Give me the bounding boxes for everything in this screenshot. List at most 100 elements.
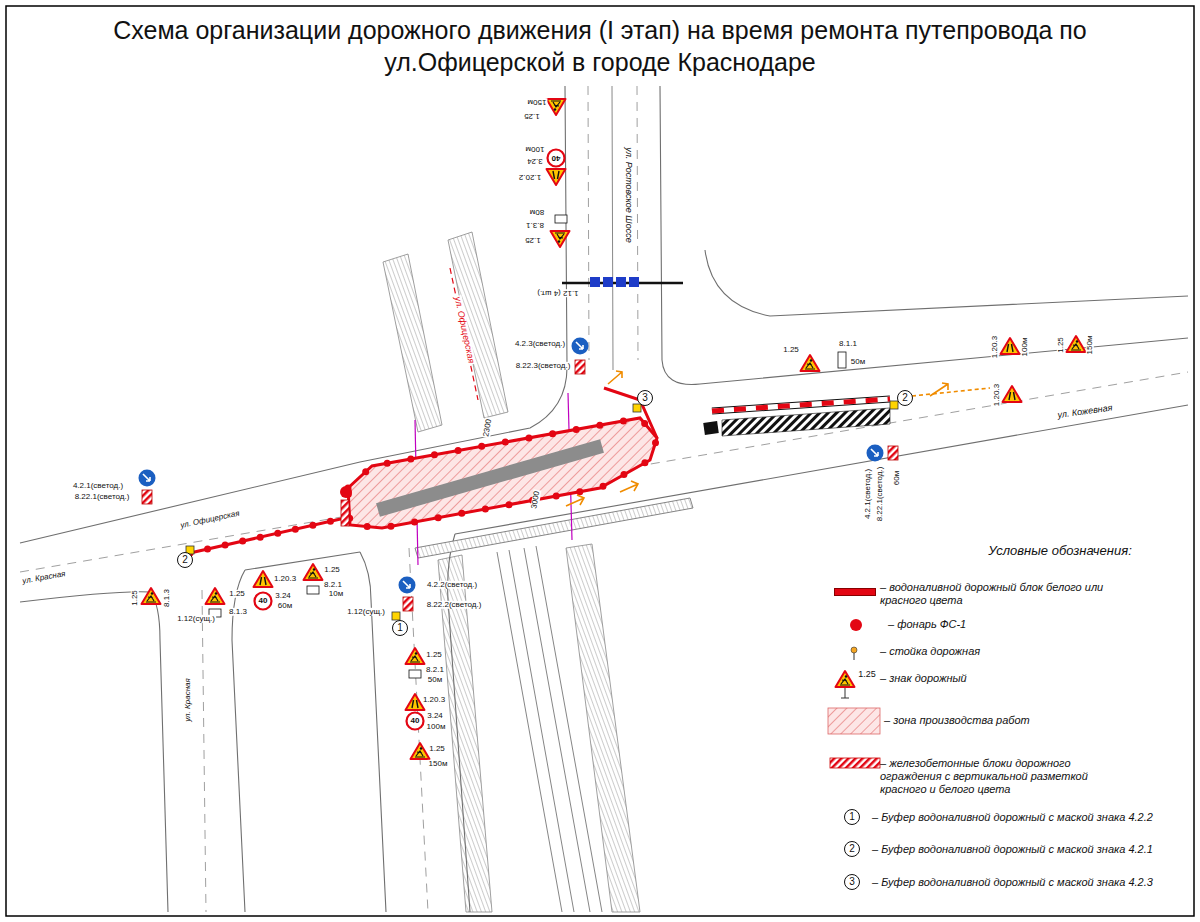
sign-code: 150м bbox=[527, 98, 548, 106]
buffer-number: 1 bbox=[392, 620, 408, 636]
water-barrier bbox=[190, 388, 657, 553]
sign-code: 8.2.1 bbox=[425, 666, 445, 674]
road-sign bbox=[551, 231, 570, 247]
sign-code: 100м bbox=[426, 723, 447, 731]
road-sign bbox=[548, 150, 565, 167]
concrete-block bbox=[341, 500, 349, 526]
sign-code: 1.25 bbox=[323, 566, 341, 574]
sign-code: 3.24 bbox=[526, 157, 544, 165]
sign-code: 1.20.2 bbox=[518, 173, 542, 181]
road-sign bbox=[888, 446, 898, 460]
sign-code: 3.24 bbox=[274, 592, 292, 600]
sign-code: 4.2.1(светод.) bbox=[72, 482, 124, 490]
sign-code: 40 bbox=[258, 597, 269, 605]
road-sign bbox=[399, 577, 416, 594]
sign-code: 8.22.1(светод.) bbox=[74, 493, 131, 501]
embankment-strip bbox=[383, 254, 442, 432]
stop-barrier bbox=[603, 277, 613, 287]
road-edge bbox=[705, 250, 1188, 316]
sign-code: 3000 bbox=[530, 490, 542, 511]
work-zone bbox=[348, 418, 657, 528]
street-name: ул. Кожевная bbox=[1056, 403, 1114, 420]
red-dashed-line bbox=[450, 268, 478, 400]
work-zone bbox=[378, 446, 602, 510]
sign-code: 100м bbox=[1021, 337, 1029, 358]
road-marking bbox=[588, 86, 589, 360]
traffic-arrow bbox=[930, 383, 948, 396]
stop-barrier bbox=[590, 277, 600, 287]
callout-number: 2 bbox=[849, 844, 855, 854]
work-zone bbox=[348, 418, 657, 528]
barrier-swatch bbox=[834, 588, 876, 596]
traffic-arrow bbox=[912, 388, 990, 396]
stop-barrier bbox=[616, 277, 626, 287]
road-sign bbox=[547, 99, 566, 115]
road-axis bbox=[612, 86, 613, 370]
railway-track bbox=[509, 550, 574, 912]
sign-code: 150м bbox=[1086, 335, 1094, 356]
page-title: Схема организации дорожного движения (I … bbox=[80, 14, 1120, 78]
sign-code: 1.25 bbox=[524, 236, 542, 244]
road-sign bbox=[403, 597, 413, 611]
sign-code: 1.25 bbox=[857, 670, 877, 679]
water-barrier bbox=[604, 388, 657, 438]
buffer-block bbox=[890, 401, 898, 409]
sign-code: 1.20.3 bbox=[273, 575, 297, 583]
sign-code: 1.25 bbox=[428, 745, 446, 753]
road-sign bbox=[407, 713, 424, 730]
street-name: ул. Офицерская bbox=[179, 509, 242, 530]
road-sign bbox=[867, 445, 884, 462]
road-sign bbox=[142, 490, 152, 504]
sign-code: 40 bbox=[551, 154, 562, 162]
road-axis bbox=[612, 86, 613, 370]
right-barrier bbox=[712, 399, 890, 411]
legend-text: – Буфер водоналивной дорожный с маской з… bbox=[872, 843, 1153, 856]
embankment-strip bbox=[383, 232, 640, 912]
callout-number: 3 bbox=[642, 393, 648, 403]
road-edge bbox=[232, 570, 245, 912]
sign-code: 1.25 bbox=[425, 651, 443, 659]
sign-code: 100м bbox=[525, 145, 546, 153]
road-sign bbox=[254, 571, 273, 587]
road-sign bbox=[1067, 336, 1086, 352]
road-sign bbox=[142, 588, 161, 604]
road-marking bbox=[20, 372, 1188, 572]
frame bbox=[6, 6, 1194, 916]
street-name: ул. Красная bbox=[21, 570, 67, 586]
legend-sample bbox=[845, 688, 846, 698]
callout-number: 1 bbox=[397, 623, 403, 633]
road-sign bbox=[1003, 386, 1022, 402]
sign-code: 4.2.2(светод.) bbox=[426, 581, 478, 589]
road-sign bbox=[139, 470, 156, 487]
buffer-block bbox=[392, 612, 400, 620]
sign-code: 1.20.3 bbox=[422, 696, 446, 704]
embankment-strip bbox=[566, 544, 640, 912]
street-name: ул. Ростовское Шоссе bbox=[623, 146, 632, 243]
street-name: ул. Красная bbox=[184, 677, 192, 723]
buffer-number: 1 bbox=[844, 809, 860, 825]
embankment-strip bbox=[448, 232, 508, 418]
sign-code: 1.25 bbox=[1057, 336, 1065, 354]
right-barrier bbox=[722, 408, 890, 436]
railway-track bbox=[497, 552, 562, 912]
sign-code: 1.25 bbox=[228, 590, 246, 598]
sign-code: 80м bbox=[529, 208, 545, 216]
road-sign bbox=[206, 588, 225, 604]
buffer-block bbox=[633, 404, 641, 412]
lantern bbox=[340, 486, 352, 498]
sign-code: 1.12(сущ.) bbox=[176, 615, 216, 623]
sign-code: 8.2.1 bbox=[323, 581, 343, 589]
road-sign bbox=[572, 338, 589, 355]
road-edge bbox=[448, 534, 470, 912]
sign-code: 50м bbox=[427, 676, 443, 684]
sign-code: 1.20.3 bbox=[991, 335, 999, 359]
road-sign bbox=[304, 564, 323, 580]
lantern-swatch bbox=[850, 619, 862, 631]
sign-code: 8.1.3 bbox=[163, 588, 171, 608]
sign-code: 1.12 (4 шт.) bbox=[536, 289, 579, 297]
legend-text: – фонарь ФС-1 bbox=[888, 618, 966, 631]
sign-code: 8.22.3(светод.) bbox=[515, 362, 572, 370]
legend-text: – Буфер водоналивной дорожный с маской з… bbox=[872, 811, 1153, 824]
